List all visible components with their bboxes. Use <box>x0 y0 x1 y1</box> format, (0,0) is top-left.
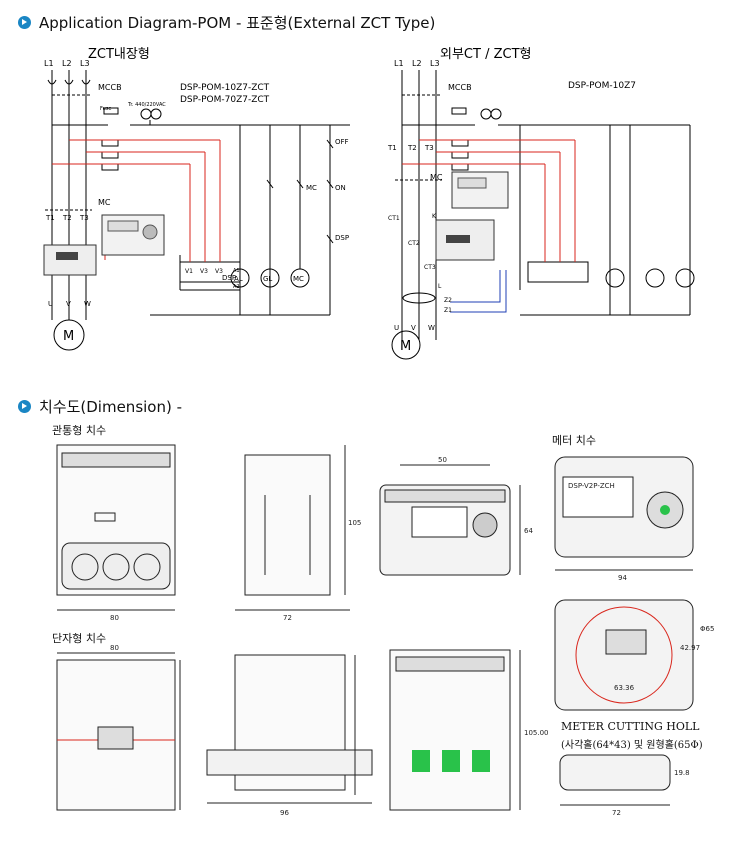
left-label-l3: L3 <box>80 59 90 68</box>
left-model-1: DSP-POM-10Z7-ZCT <box>180 83 270 93</box>
left-dsp-label: DSP <box>222 274 236 282</box>
left-transformer: Tr. 440/220VAC <box>127 102 166 108</box>
label-terminal-type: 단자형 치수 <box>52 632 107 645</box>
left-t2: T2 <box>62 214 72 222</box>
left-mc: MC <box>98 198 111 207</box>
dim-80b: 80 <box>110 644 119 652</box>
right-t3: T3 <box>424 144 434 152</box>
right-wiring-diagram: 외부CT / ZCT형 DSP-POM-10Z7 L1 L2 L3 MCCB M… <box>387 47 695 360</box>
dim-72a: 72 <box>283 614 292 622</box>
left-lamp-mc: MC <box>293 275 304 283</box>
dim-19-8: 19.8 <box>674 769 690 777</box>
left-t3: T3 <box>79 214 89 222</box>
dim-72b: 72 <box>612 809 621 817</box>
left-u: U <box>48 300 53 308</box>
right-t1: T1 <box>387 144 397 152</box>
right-ct3: CT3 <box>424 264 436 271</box>
left-dsp-v3: V3 <box>200 268 208 275</box>
right-mc: MC <box>430 173 443 182</box>
left-dsp-v1: V1 <box>185 268 193 275</box>
left-t1: T1 <box>45 214 55 222</box>
bullet-arrow-icon-2 <box>18 400 31 413</box>
cutting-subtitle: (사각홀(64*43) 및 원형홀(65Φ) <box>561 740 703 751</box>
right-z2: Z2 <box>444 297 452 304</box>
right-ct1: CT1 <box>388 215 400 222</box>
left-dsp-v3b: V3 <box>215 268 223 275</box>
right-mccb: MCCB <box>448 83 472 92</box>
left-motor: M <box>63 329 74 344</box>
right-label-l2: L2 <box>412 59 422 68</box>
left-wiring-diagram: ZCT내장형 L1 L2 L3 MCCB DSP-POM-10Z7-ZCT DS… <box>43 47 350 351</box>
dim-64: 64 <box>524 527 533 535</box>
right-l: L <box>438 283 442 290</box>
dim-105b: 105.00 <box>524 729 549 737</box>
device-label-meter: DSP-V2P-ZCH <box>568 482 615 490</box>
left-w: W <box>84 300 91 308</box>
right-model: DSP-POM-10Z7 <box>568 81 636 91</box>
right-title: 외부CT / ZCT형 <box>440 47 531 62</box>
right-u: U <box>394 324 399 332</box>
left-mc-contact: MC <box>306 184 317 192</box>
left-lamp-gl: GL <box>263 275 272 283</box>
right-t2: T2 <box>407 144 417 152</box>
right-label-l3: L3 <box>430 59 440 68</box>
bullet-arrow-icon <box>18 16 31 29</box>
dim-63-36: 63.36 <box>614 684 635 692</box>
dim-50: 50 <box>438 456 447 464</box>
left-lamp-al: AL <box>234 275 243 283</box>
left-title: ZCT내장형 <box>88 47 150 62</box>
dimension-drawings: 80 72 50 64 94 105 80 96 105.00 72 19.8 … <box>56 444 714 817</box>
dim-80a: 80 <box>110 614 119 622</box>
left-dsp-a2: A2 <box>233 284 240 290</box>
cutting-title: METER CUTTING HOLL <box>561 720 700 733</box>
left-dsp-a1: A1 <box>233 268 240 274</box>
right-ct2: CT2 <box>408 240 420 247</box>
left-label-l2: L2 <box>62 59 72 68</box>
right-motor: M <box>400 339 411 354</box>
left-dsp-contact: DSP <box>335 234 349 242</box>
right-v: V <box>411 324 416 332</box>
section2-title: 치수도(Dimension) - <box>39 398 183 416</box>
label-meter-size: 메터 치수 <box>552 434 596 447</box>
left-fuse: Fuse <box>100 106 111 112</box>
dim-96: 96 <box>280 809 289 817</box>
dim-105a: 105 <box>348 519 361 527</box>
section1-title: Application Diagram-POM - 표준형(External Z… <box>39 14 436 32</box>
right-label-l1: L1 <box>394 59 404 68</box>
section2-header: 치수도(Dimension) - <box>18 396 182 417</box>
section1-header: Application Diagram-POM - 표준형(External Z… <box>18 12 435 33</box>
right-z1: Z1 <box>444 307 452 314</box>
right-k: K <box>432 213 437 220</box>
label-through-type: 관통형 치수 <box>52 424 107 437</box>
left-model-2: DSP-POM-70Z7-ZCT <box>180 95 270 105</box>
right-w: W <box>428 324 435 332</box>
left-on: ON <box>335 184 346 192</box>
left-label-l1: L1 <box>44 59 54 68</box>
dim-42-97: 42.97 <box>680 644 700 652</box>
dim-94: 94 <box>618 574 627 582</box>
left-off: OFF <box>335 138 349 146</box>
left-mccb: MCCB <box>98 83 122 92</box>
left-v: V <box>66 300 71 308</box>
dim-phi65: Φ65 <box>700 625 714 633</box>
